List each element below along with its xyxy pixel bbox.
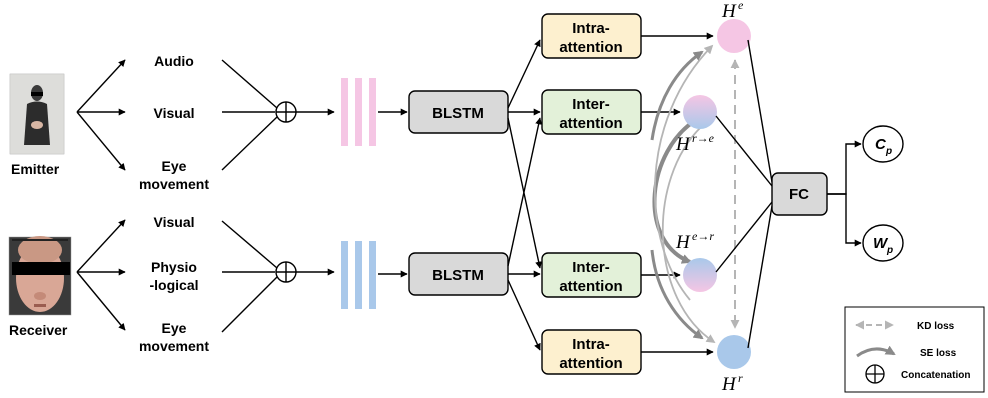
receiver-physio-label-line2: -logical: [149, 277, 198, 293]
receiver-inter-label-line1: Inter-: [572, 259, 610, 276]
receiver-intra-label-line1: Intra-: [572, 336, 610, 353]
he-to-fc-line: [747, 39, 773, 183]
emitter-blstm-label: BLSTM: [432, 105, 484, 122]
emitter-label: Emitter: [11, 161, 60, 177]
hre-to-fc-line: [715, 115, 773, 187]
svg-text:H: H: [675, 134, 691, 155]
legend: KD loss SE loss Concatenation: [844, 306, 985, 393]
receiver-blstm-to-emitter-inter-arrow: [507, 117, 543, 267]
svg-text:H: H: [721, 374, 737, 395]
receiver-inter-label-line2: attention: [559, 278, 622, 295]
emitter-inter-label-line2: attention: [559, 115, 622, 132]
receiver-to-eye-arrow: [76, 271, 126, 331]
legend-concat-icon: [865, 364, 885, 384]
emitter-inter-label-line1: Inter-: [572, 96, 610, 113]
receiver-physio-label-line1: Physio: [151, 259, 197, 275]
receiver-blstm-label: BLSTM: [432, 267, 484, 284]
svg-text:p: p: [886, 245, 893, 256]
fc-label: FC: [789, 186, 809, 203]
eye-to-concat-line: [221, 116, 278, 171]
audio-to-concat-line: [221, 59, 278, 109]
emitter-blstm-to-intra-arrow: [507, 39, 541, 109]
hre-node: [683, 95, 717, 129]
emitter-to-audio-arrow: [76, 59, 126, 113]
legend-kd-label: KD loss: [917, 321, 955, 332]
emitter-photo: [9, 73, 65, 155]
legend-se-label: SE loss: [920, 348, 957, 359]
fc-to-cp-arrow: [827, 140, 862, 195]
output-wp-node: W p: [862, 224, 904, 262]
emitter-audio-label: Audio: [154, 53, 194, 69]
hr-node-label: H r: [721, 371, 743, 395]
svg-text:r→e: r→e: [692, 131, 715, 145]
receiver-intra-attention-box: Intra- attention: [541, 329, 642, 375]
svg-text:W: W: [873, 235, 889, 252]
emitter-to-eye-arrow: [76, 111, 126, 171]
emitter-intra-attention-box: Intra- attention: [541, 13, 642, 59]
emitter-intra-label-line1: Intra-: [572, 20, 610, 37]
emitter-concat-icon: [275, 101, 297, 123]
emitter-blstm-box: BLSTM: [408, 90, 509, 134]
receiver-eye-label-line1: Eye: [162, 320, 187, 336]
svg-text:p: p: [885, 146, 892, 157]
r-eye-to-concat-line: [221, 276, 278, 333]
receiver-feature-bars: [341, 241, 376, 309]
legend-se-icon: [856, 345, 896, 358]
svg-text:H: H: [721, 1, 737, 22]
output-cp-node: C p: [862, 125, 904, 163]
emitter-visual-label: Visual: [154, 105, 195, 121]
legend-concat-label: Concatenation: [901, 370, 970, 381]
her-node: [683, 258, 717, 292]
receiver-label: Receiver: [9, 322, 68, 338]
svg-text:r: r: [738, 371, 743, 385]
svg-text:H: H: [675, 232, 691, 253]
receiver-blstm-box: BLSTM: [408, 252, 509, 296]
svg-text:e→r: e→r: [692, 229, 714, 243]
receiver-visual-label: Visual: [154, 214, 195, 230]
svg-text:e: e: [738, 0, 744, 12]
receiver-to-visual-arrow: [76, 219, 126, 273]
emitter-inter-attention-box: Inter- attention: [541, 89, 642, 135]
emitter-eye-label-line2: movement: [139, 176, 209, 192]
receiver-blstm-to-intra-arrow: [507, 279, 541, 351]
fc-box: FC: [771, 172, 828, 216]
fc-to-wp-arrow: [827, 193, 862, 247]
receiver-intra-label-line2: attention: [559, 355, 622, 372]
emitter-feature-bars: [341, 78, 376, 146]
r-visual-to-concat-line: [221, 220, 278, 269]
he-node: [717, 19, 751, 53]
se-loss-curve-top: [650, 50, 704, 141]
hr-node: [717, 335, 751, 369]
her-node-label: H e→r: [675, 229, 714, 253]
emitter-eye-label-line1: Eye: [162, 158, 187, 174]
svg-text:C: C: [875, 136, 887, 153]
se-loss-curve-outer-up: [653, 44, 714, 301]
her-to-fc-line: [715, 201, 773, 273]
receiver-eye-label-line2: movement: [139, 338, 209, 354]
se-loss-curve-bottom: [650, 249, 704, 340]
receiver-photo: [8, 236, 72, 316]
hre-node-label: H r→e: [675, 131, 715, 155]
se-loss-curve-outer-down: [661, 125, 716, 343]
receiver-concat-icon: [275, 261, 297, 283]
emitter-intra-label-line2: attention: [559, 39, 622, 56]
he-node-label: H e: [721, 0, 744, 22]
receiver-inter-attention-box: Inter- attention: [541, 252, 642, 298]
hr-to-fc-line: [747, 205, 773, 349]
